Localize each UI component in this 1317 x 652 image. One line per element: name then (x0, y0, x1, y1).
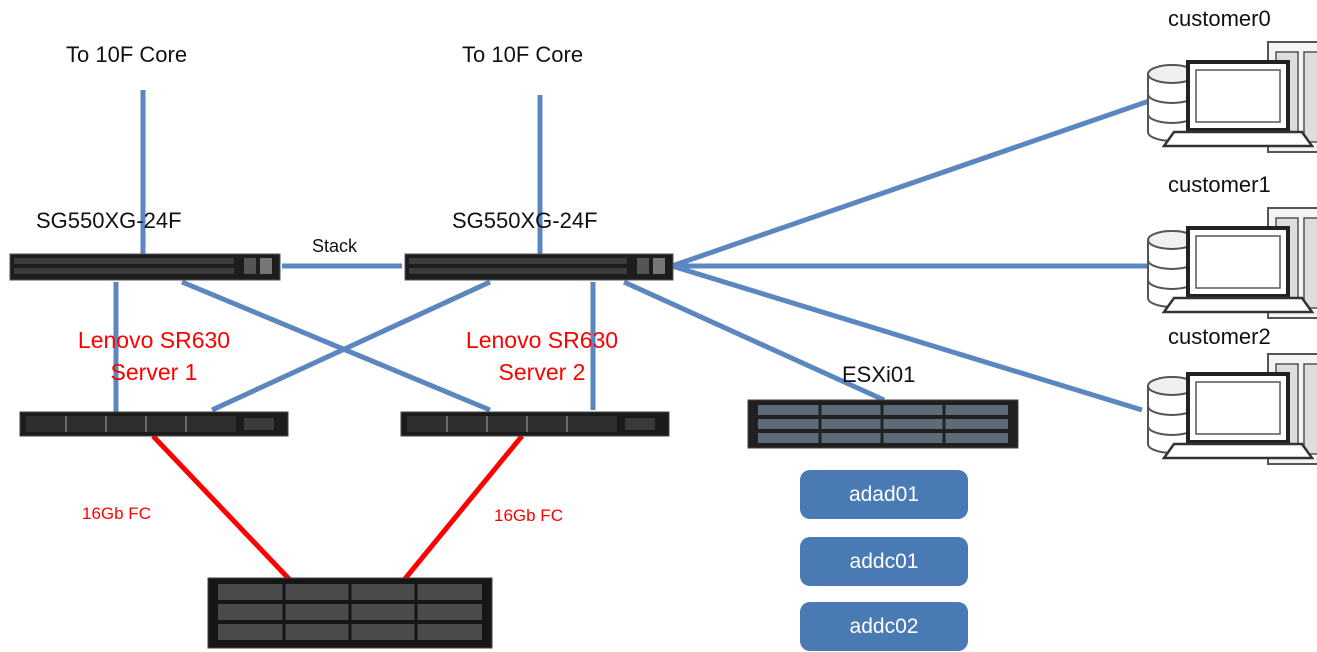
uplink-label-2: To 10F Core (462, 42, 584, 67)
fc-link-1 (151, 434, 292, 582)
uplink-label-1: To 10F Core (66, 42, 188, 67)
link-sw2-customer2 (671, 263, 1143, 413)
fc-label-1: 16Gb FC (82, 504, 151, 523)
client-workstation-icon (1146, 206, 1317, 320)
link-sw1-srv2 (181, 279, 491, 413)
server-2-subtitle: Server 2 (498, 359, 586, 385)
rack-server-icon (400, 411, 670, 437)
customer-label-2: customer2 (1168, 324, 1271, 349)
switch-label-1: SG550XG-24F (36, 208, 182, 233)
vm-box: addc01 (800, 537, 968, 586)
stack-label: Stack (312, 236, 358, 256)
fc-label-2: 16Gb FC (494, 506, 563, 525)
network-switch-icon (404, 253, 674, 281)
vm-box: adad01 (800, 470, 968, 519)
esxi-label: ESXi01 (842, 362, 916, 387)
switch-label-2: SG550XG-24F (452, 208, 598, 233)
rack-server-icon (747, 399, 1019, 449)
link-sw2-esxi (622, 279, 886, 403)
client-workstation-icon (1146, 352, 1317, 466)
rack-server-icon (19, 411, 289, 437)
customer-label-0: customer0 (1168, 6, 1271, 31)
link-sw2-customer0 (671, 97, 1153, 269)
server-2-label: Lenovo SR630 Server 2 (432, 324, 652, 388)
client-workstation-icon (1146, 40, 1317, 154)
server-2-title: Lenovo SR630 (465, 327, 619, 353)
storage-array-icon (207, 577, 493, 649)
server-1-title: Lenovo SR630 (77, 327, 231, 353)
link-sw2-srv1 (210, 279, 492, 413)
fc-link-2 (402, 434, 524, 582)
customer-label-1: customer1 (1168, 172, 1271, 197)
network-switch-icon (9, 253, 281, 281)
server-1-subtitle: Server 1 (110, 359, 198, 385)
server-1-label: Lenovo SR630 Server 1 (44, 324, 264, 388)
vm-box: addc02 (800, 602, 968, 651)
